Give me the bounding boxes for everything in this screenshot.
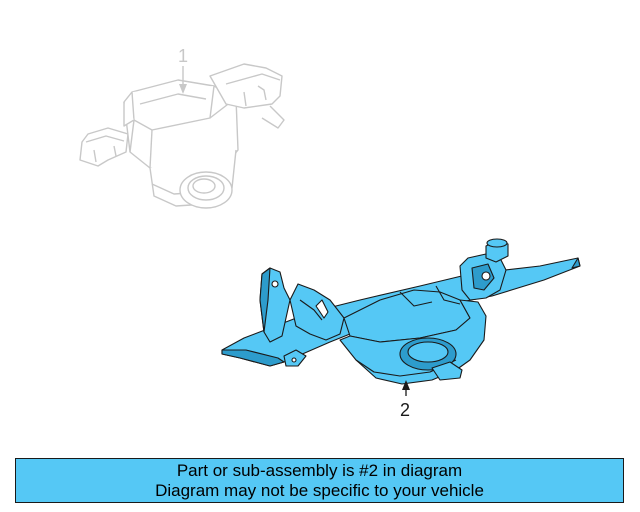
callout-1: 1 xyxy=(178,46,188,94)
callout-1-number: 1 xyxy=(178,46,188,66)
parts-diagram: 1 xyxy=(79,46,581,420)
banner-line-1: Part or sub-assembly is #2 in diagram xyxy=(176,460,463,480)
callout-2-arrowhead xyxy=(402,380,410,390)
callout-2-number: 2 xyxy=(400,400,410,420)
part-1-sensor-ghost xyxy=(79,63,285,209)
callout-2: 2 xyxy=(400,380,410,420)
part-2-bracket-highlight xyxy=(221,238,581,385)
info-banner: Part or sub-assembly is #2 in diagram Di… xyxy=(15,458,624,503)
banner-line-2: Diagram may not be specific to your vehi… xyxy=(155,480,484,500)
callout-1-arrowhead xyxy=(179,84,187,94)
